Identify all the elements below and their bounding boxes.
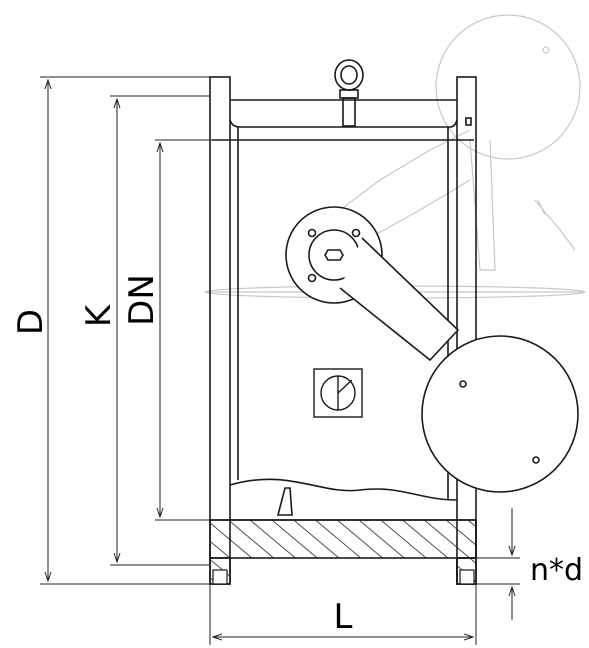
flange-section	[209, 519, 477, 585]
label-K: K	[79, 303, 119, 327]
ghost-circle	[435, 14, 581, 160]
right-flange	[456, 76, 477, 585]
counterweight	[421, 335, 579, 493]
label-DN: DN	[122, 274, 162, 326]
label-D: D	[11, 309, 51, 335]
label-n-d: n*d	[530, 553, 583, 588]
dimension-lines	[40, 76, 520, 645]
lifting-eye-bolt	[334, 59, 364, 127]
flow-direction-symbol	[313, 368, 363, 418]
ghost-sketch	[204, 14, 586, 299]
counterweight-arm	[339, 237, 460, 362]
label-L: L	[334, 597, 353, 637]
left-flange	[209, 76, 231, 585]
